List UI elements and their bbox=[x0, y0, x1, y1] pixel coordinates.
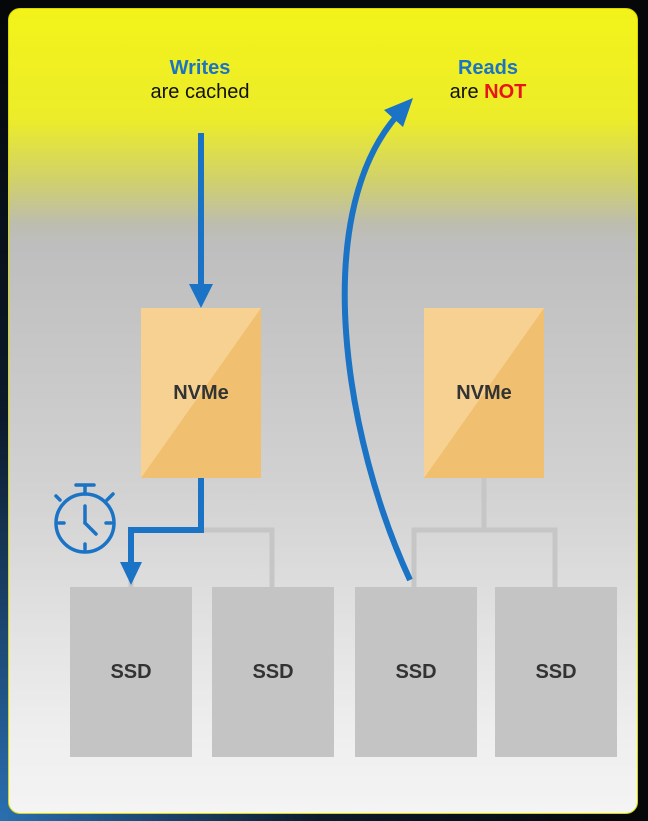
nvme-label: NVMe bbox=[173, 381, 229, 404]
destage-arrow bbox=[128, 478, 204, 566]
ssd-label: SSD bbox=[252, 660, 294, 683]
ssd-drive-3: SSD bbox=[355, 587, 477, 757]
write-arrow-head bbox=[189, 284, 213, 308]
nvme-cache-left: NVMe bbox=[141, 308, 261, 478]
read-arrow bbox=[341, 116, 413, 582]
writes-subtitle: are cached bbox=[150, 81, 250, 103]
destage-arrow-head bbox=[120, 562, 142, 585]
left-nvme-ssd-connector bbox=[128, 527, 275, 587]
nvme-label: NVMe bbox=[456, 381, 512, 404]
ssd-drive-4: SSD bbox=[495, 587, 617, 757]
reads-heading: Reads bbox=[457, 57, 519, 79]
reads-not-emphasis: NOT bbox=[484, 81, 527, 103]
writes-heading: Writes bbox=[169, 57, 231, 79]
ssd-label: SSD bbox=[535, 660, 577, 683]
ssd-label: SSD bbox=[395, 660, 437, 683]
right-nvme-ssd-connector bbox=[411, 527, 558, 587]
stopwatch-icon bbox=[54, 483, 116, 554]
ssd-label: SSD bbox=[110, 660, 152, 683]
reads-subtitle-prefix: are bbox=[449, 81, 485, 103]
ssd-drive-1: SSD bbox=[70, 587, 192, 757]
writes-label: Writes are cached bbox=[120, 56, 280, 104]
read-arrow-head bbox=[384, 98, 413, 127]
ssd-drive-2: SSD bbox=[212, 587, 334, 757]
nvme-cache-right: NVMe bbox=[424, 308, 544, 478]
reads-label: Reads are NOT bbox=[408, 56, 568, 104]
